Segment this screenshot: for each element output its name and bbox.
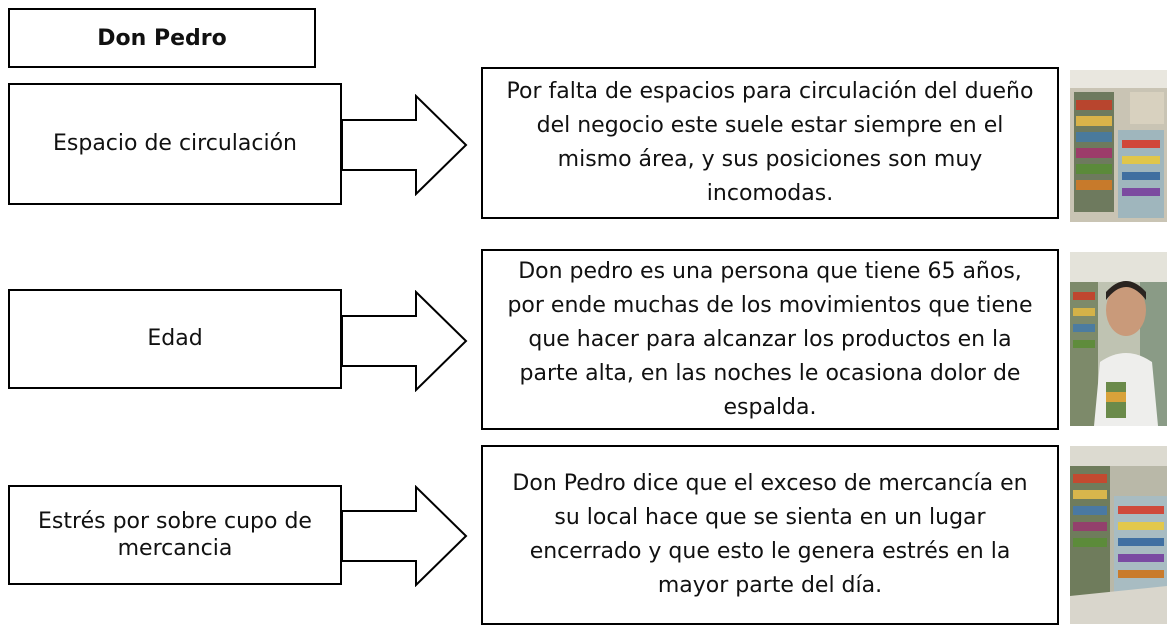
right-arrow-icon [341, 485, 468, 587]
factor-box-stress: Estrés por sobre cupo de mercancia [8, 485, 342, 585]
right-arrow-icon [341, 94, 468, 196]
right-arrow-icon [341, 290, 468, 392]
description-box-age: Don pedro es una persona que tiene 65 añ… [481, 249, 1059, 430]
description-box-stress: Don Pedro dice que el exceso de mercancí… [481, 445, 1059, 625]
factor-box-circulation: Espacio de circulación [8, 83, 342, 205]
store-aisle-photo [1070, 446, 1167, 624]
shopkeeper-portrait-photo [1070, 252, 1167, 426]
store-shelves-photo [1070, 70, 1167, 222]
factor-box-age: Edad [8, 289, 342, 389]
diagram-title: Don Pedro [8, 8, 316, 68]
description-box-circulation: Por falta de espacios para circulación d… [481, 67, 1059, 219]
